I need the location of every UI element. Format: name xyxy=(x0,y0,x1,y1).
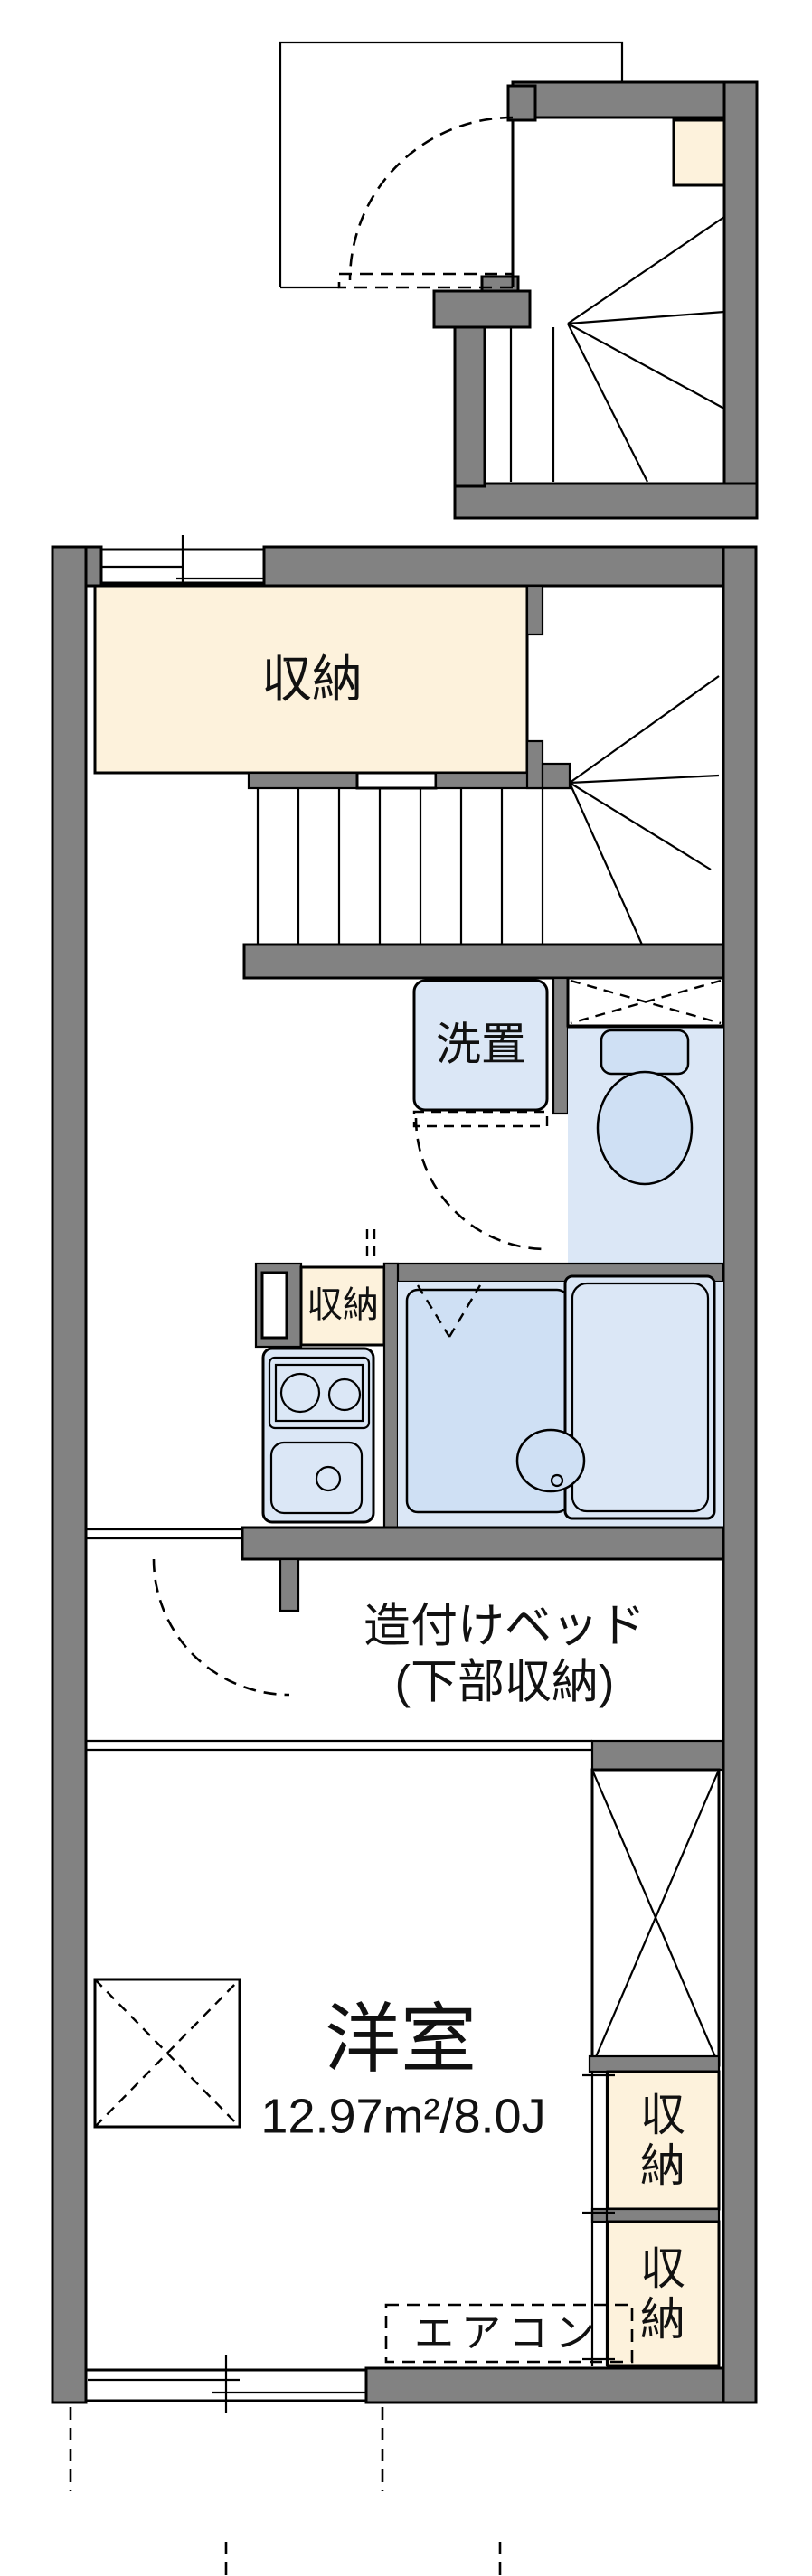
closet-sliding-doors xyxy=(582,2072,615,2366)
storage-kitchen-label: 収納 xyxy=(307,1285,379,1325)
closet-upper-label: 収納 xyxy=(640,2090,685,2191)
laundry-door-arc xyxy=(414,1117,548,1251)
alcove-x-box xyxy=(590,1768,721,2067)
room-name-label: 洋室 xyxy=(324,1996,477,2082)
bed-top-wall xyxy=(241,1526,725,1561)
toilet xyxy=(596,1029,694,1186)
top-unit-top-wall xyxy=(511,80,759,119)
closet-lower xyxy=(606,2220,721,2368)
top-wall-left xyxy=(84,545,103,588)
stove-burner-right xyxy=(327,1377,362,1412)
stair-newel-wall xyxy=(525,739,544,790)
storage-room-label: 収納 xyxy=(261,651,363,709)
sink-drain xyxy=(315,1465,342,1492)
window-top xyxy=(99,535,266,598)
storage-door xyxy=(355,771,438,790)
aircon-label: エアコン xyxy=(414,2310,602,2355)
kitchen xyxy=(261,1347,375,1524)
top-unit-left-mid-wall xyxy=(432,289,532,329)
kitchen-sink xyxy=(269,1441,364,1515)
bed-door-stub xyxy=(279,1557,300,1612)
storage-wall-stub xyxy=(525,584,544,636)
right-wall xyxy=(722,545,758,2404)
bed-side-wall xyxy=(590,1739,725,1772)
window-bottom xyxy=(84,2355,368,2413)
shoe-storage xyxy=(672,118,726,187)
top-wall-right xyxy=(262,545,725,588)
room-area-label: 12.97m²/8.0J xyxy=(260,2089,546,2144)
laundry-door-leaf xyxy=(412,1110,549,1128)
closet-header-wall xyxy=(588,2054,721,2073)
bath-left-wall xyxy=(382,1262,400,1529)
left-wall xyxy=(51,545,88,2404)
kitchen-side-panel xyxy=(260,1271,288,1340)
bed-label-line1: 造付けベッド xyxy=(363,1600,647,1653)
built-in-bed xyxy=(86,1739,725,1772)
bathroom xyxy=(365,1229,725,1529)
stair-hub-block xyxy=(541,762,571,790)
porch-outline xyxy=(279,41,624,287)
laundry-space xyxy=(412,979,549,1112)
toilet-partition xyxy=(552,976,570,1115)
skylight-box xyxy=(93,1978,241,2129)
aircon-box xyxy=(384,2303,634,2364)
top-unit-bottom-wall xyxy=(453,482,759,520)
bath-folding-door xyxy=(365,1229,482,1338)
top-unit-right-wall xyxy=(722,80,759,520)
mid-wall xyxy=(242,943,725,980)
main-unit xyxy=(51,535,758,2576)
door-head-stub xyxy=(506,84,537,122)
laundry-label: 洗置 xyxy=(436,1019,526,1070)
top-unit xyxy=(279,41,759,520)
entrance-door-leaf xyxy=(337,272,515,289)
top-unit-left-lower-wall xyxy=(453,324,486,488)
stairs-1f xyxy=(509,216,725,483)
stove-burner-left xyxy=(279,1372,321,1414)
bed-door-arc xyxy=(152,1558,290,1697)
storage-bottom-wall-left xyxy=(247,771,359,790)
toilet-window xyxy=(566,976,725,1028)
bathtub xyxy=(515,1274,716,1520)
dimension-dashes xyxy=(69,2407,502,2576)
closet-lower-label: 収納 xyxy=(640,2243,685,2345)
closet-divider xyxy=(590,2207,721,2223)
stairs-2f xyxy=(256,675,720,945)
bed-label-line2: (下部収納) xyxy=(394,1656,615,1709)
entrance-door-arc xyxy=(348,116,514,281)
bottom-wall xyxy=(364,2366,725,2404)
